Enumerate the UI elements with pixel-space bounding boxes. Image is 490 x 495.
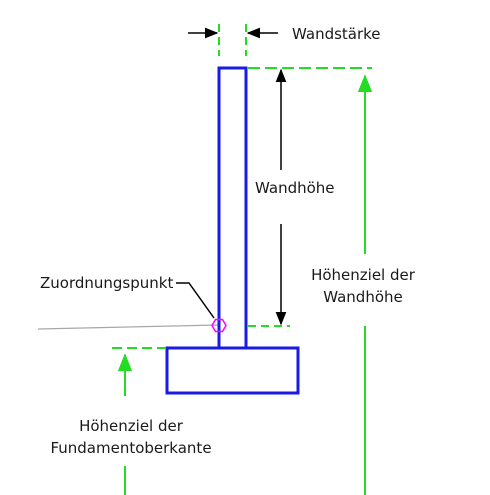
assignment-point-marker [211, 318, 227, 333]
height-target-foundation-label-line1: Höhenziel der [79, 417, 184, 435]
height-target-wall-label-line1: Höhenziel der [311, 266, 416, 284]
height-target-foundation-label-line2: Fundamentoberkante [50, 439, 211, 457]
assignment-point-leader [176, 282, 215, 319]
height-target-wall-label-line2: Wandhöhe [323, 288, 403, 306]
green-extension-lines [112, 24, 372, 349]
ground-reference-line [37, 324, 219, 330]
wall [217, 66, 248, 350]
wall-thickness-label: Wandstärke [292, 25, 381, 43]
foundation [165, 346, 300, 395]
wall-height-label: Wandhöhe [255, 179, 335, 197]
assignment-point-label: Zuordnungspunkt [40, 274, 173, 292]
